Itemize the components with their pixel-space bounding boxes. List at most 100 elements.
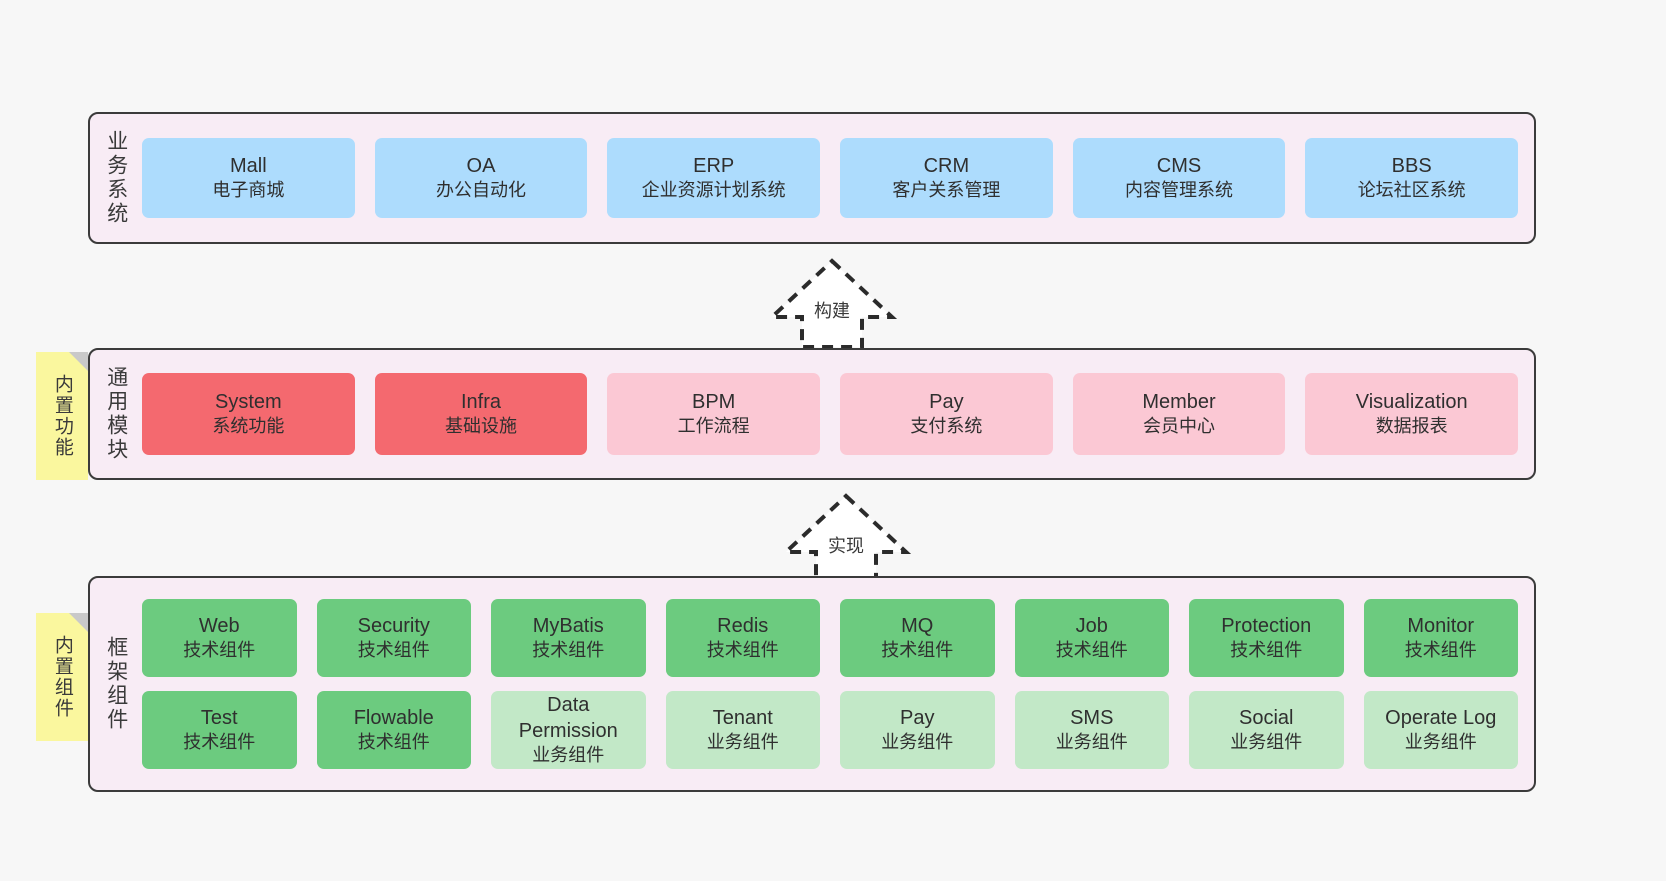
card-subtitle: 办公自动化 — [436, 180, 526, 201]
layer-label-business-systems: 业务系统 — [104, 130, 128, 226]
card-subtitle: 技术组件 — [706, 640, 779, 661]
card-subtitle: 技术组件 — [881, 640, 954, 661]
card-subtitle: 技术组件 — [1230, 640, 1303, 661]
card-subtitle: 业务组件 — [1404, 732, 1477, 753]
card-subtitle: 内容管理系统 — [1125, 180, 1234, 201]
card-subtitle: 技术组件 — [1055, 640, 1128, 661]
card-subtitle: 企业资源计划系统 — [641, 180, 786, 201]
connector-implement-label: 实现 — [828, 536, 864, 556]
note-fold-corner — [69, 352, 88, 371]
card-title: Pay — [929, 391, 964, 414]
card-subtitle: 技术组件 — [183, 732, 256, 753]
note-fold-corner — [69, 613, 88, 632]
card-subtitle: 技术组件 — [532, 640, 605, 661]
card-subtitle: 系统功能 — [212, 416, 285, 437]
card-subtitle: 客户关系管理 — [892, 180, 1001, 201]
card-subtitle: 技术组件 — [183, 640, 256, 661]
card-subtitle: 工作流程 — [677, 416, 750, 437]
card-title: Mall — [230, 155, 267, 178]
card-title: Test — [200, 707, 238, 730]
card-subtitle: 业务组件 — [1055, 732, 1128, 753]
card-title: Redis — [717, 615, 769, 638]
card-title: BBS — [1391, 155, 1432, 178]
connector-implement: 实现 — [758, 490, 934, 586]
card-title: Data Permission — [518, 694, 618, 743]
card-title: SMS — [1070, 707, 1114, 730]
build-arrow-icon — [766, 258, 898, 349]
card-title: Operate Log — [1385, 707, 1497, 730]
card-title: Web — [198, 615, 240, 638]
card-subtitle: 论坛社区系统 — [1357, 180, 1466, 201]
card-title: MQ — [901, 615, 934, 638]
card-title: Member — [1142, 391, 1216, 414]
card-title: Monitor — [1407, 615, 1475, 638]
card-title: CRM — [923, 155, 970, 178]
card-subtitle: 业务组件 — [706, 732, 779, 753]
card-title: Job — [1075, 615, 1108, 638]
card-title: MyBatis — [532, 615, 604, 638]
card-title: Flowable — [353, 707, 434, 730]
card-subtitle: 数据报表 — [1375, 416, 1448, 437]
card-subtitle: 电子商城 — [212, 180, 285, 201]
note-builtin-features: 内置功能 — [36, 352, 88, 480]
card-title: CMS — [1156, 155, 1202, 178]
card-title: Pay — [900, 707, 935, 730]
card-subtitle: 技术组件 — [357, 640, 430, 661]
card-subtitle: 业务组件 — [532, 745, 605, 766]
card-title: ERP — [693, 155, 735, 178]
connector-build-label: 构建 — [814, 301, 850, 321]
card-subtitle: 业务组件 — [881, 732, 954, 753]
card-title: Infra — [460, 391, 502, 414]
card-subtitle: 技术组件 — [1404, 640, 1477, 661]
card-title: BPM — [692, 391, 736, 414]
card-subtitle: 业务组件 — [1230, 732, 1303, 753]
card-subtitle: 支付系统 — [910, 416, 983, 437]
layer-label-common-modules: 通用模块 — [104, 366, 128, 462]
card-title: Protection — [1221, 615, 1312, 638]
card-subtitle: 技术组件 — [357, 732, 430, 753]
connector-build: 构建 — [744, 255, 920, 351]
card-title: Visualization — [1355, 391, 1468, 414]
layer-label-framework-components: 框架组件 — [104, 636, 128, 732]
card-title: Tenant — [712, 707, 773, 730]
